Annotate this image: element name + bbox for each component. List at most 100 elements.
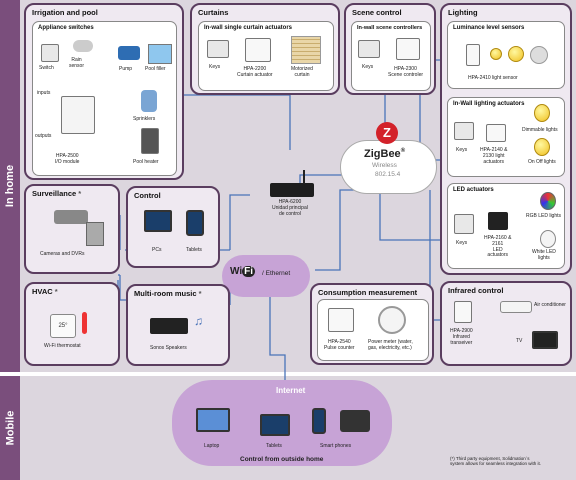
switch-label: Switch xyxy=(39,65,54,71)
zigbee-wireless: Wireless xyxy=(372,162,397,169)
sprinkler-icon xyxy=(141,90,157,112)
air-conditioner-label: Air conditioner xyxy=(534,302,566,308)
curtain-actuator-label: HPA-2200 Curtain actuator xyxy=(237,66,273,78)
rgb-led-icon xyxy=(540,192,556,210)
ir-transceiver-icon xyxy=(454,301,472,323)
hvac-title: HVAC * xyxy=(32,287,58,296)
mobile-tablet-icon xyxy=(260,414,290,436)
surveillance-label: Cameras and DVRs xyxy=(40,251,85,257)
hvac-panel: HVAC * 25° Wi-Fi thermostat xyxy=(24,282,120,366)
wifi-cloud xyxy=(222,255,310,297)
lighting-keys-label: Keys xyxy=(456,147,468,153)
motorized-curtain-label: Motorized curtain xyxy=(291,66,313,78)
inwall-lighting-box: In-Wall lighting actuators Keys HPA-2140… xyxy=(447,97,565,177)
pump-label: Pump xyxy=(119,66,133,72)
onoff-label: On Off lights xyxy=(528,159,556,165)
music-note-icon: ♫ xyxy=(194,314,203,328)
white-led-icon xyxy=(540,230,556,248)
appliance-switches-box: Appliance switches Switch Rain sensor Pu… xyxy=(32,21,177,176)
music-label: Sonos Speakers xyxy=(150,345,187,351)
air-conditioner-icon xyxy=(500,301,532,313)
zigbee-cloud xyxy=(340,140,437,194)
surveillance-panel: Surveillance * Cameras and DVRs xyxy=(24,184,120,274)
curtain-actuators-box: In-wall single curtain actuators Keys HP… xyxy=(198,21,334,91)
dimmed-bulb-icon xyxy=(490,48,502,60)
scene-keys-icon xyxy=(358,40,380,58)
laptop-icon xyxy=(196,408,230,432)
light-sensor-label: HPA-2410 light sensor xyxy=(468,75,518,81)
scene-controllers-box: In-wall scene controllers Keys HPA-2300 … xyxy=(351,21,431,91)
tablets-label: Tablets xyxy=(186,247,202,253)
mobile-caption: Control from outside home xyxy=(240,456,324,463)
ir-transceiver-label: HPA-2900 Infrared transeiver xyxy=(450,328,473,346)
pc-icon xyxy=(144,210,172,232)
led-actuators-title: LED actuators xyxy=(453,187,494,193)
curtain-keys-label: Keys xyxy=(209,64,221,70)
lighting-keys-icon xyxy=(454,122,474,140)
rain-icon xyxy=(73,40,93,52)
power-meter-icon xyxy=(378,306,406,334)
speaker-icon xyxy=(150,318,188,334)
lighting-title: Lighting xyxy=(448,8,478,17)
rain-sensor-label: Rain sensor xyxy=(69,57,85,69)
white-led-label: White LED lights xyxy=(532,249,556,261)
smart-phones-label: Smart phones xyxy=(320,443,352,449)
curtains-title: Curtains xyxy=(198,8,229,17)
scene-controllers-title: In-wall scene controllers xyxy=(357,25,423,31)
pcs-label: PCs xyxy=(152,247,162,253)
luminance-box: Luminance level sensors HPA-2410 light s… xyxy=(447,21,565,89)
home-tab: In home xyxy=(0,0,20,372)
light-actuators-label: HPA-2140 & 2130 light actuators xyxy=(480,147,508,165)
pool-filler-label: Pool filler xyxy=(145,66,166,72)
pump-icon xyxy=(118,46,140,60)
light-sensor-icon xyxy=(466,44,480,66)
motorized-curtain-icon xyxy=(291,36,321,64)
infrared-panel: Infrared control HPA-2900 Infrared trans… xyxy=(440,281,572,366)
thermometer-icon xyxy=(82,312,87,334)
zigbee-standard: 802.15.4 xyxy=(375,171,401,178)
pool-filler-icon xyxy=(148,44,172,64)
curtains-panel: Curtains In-wall single curtain actuator… xyxy=(190,3,340,95)
infrared-title: Infrared control xyxy=(448,286,504,295)
antenna-icon xyxy=(303,170,305,184)
consumption-title: Consumption measurement xyxy=(318,288,418,297)
light-actuator-icon xyxy=(486,124,506,142)
io-module-icon xyxy=(61,96,95,134)
scene-panel: Scene control In-wall scene controllers … xyxy=(344,3,436,95)
mobile-tab: Mobile xyxy=(0,376,20,480)
dimmable-bulb-icon xyxy=(534,104,550,122)
off-bulb-icon xyxy=(530,46,548,64)
curtain-keys-icon xyxy=(207,40,229,58)
switch-icon xyxy=(41,44,59,62)
laptop-label: Laptop xyxy=(204,443,220,449)
pool-heater-icon xyxy=(141,128,159,154)
tv-icon xyxy=(532,331,558,349)
dvr-icon xyxy=(86,222,104,246)
pulse-counter-label: HPA-2540 Pulse counter xyxy=(324,339,355,351)
mobile-tablets-label: Tablets xyxy=(266,443,282,449)
irrigation-panel: Irrigation and pool Appliance switches S… xyxy=(24,3,184,180)
led-actuators-label: HPA-2160 & 2161 LED actuators xyxy=(484,235,512,259)
lighting-panel: Lighting Luminance level sensors HPA-241… xyxy=(440,3,572,275)
phone-icon xyxy=(312,408,326,434)
zigbee-logo-icon: Z xyxy=(376,122,398,144)
led-actuators-box: LED actuators Keys HPA-2160 & 2161 LED a… xyxy=(447,183,565,269)
bright-bulb-icon xyxy=(508,46,524,62)
power-meter-label: Power meter (water, gas, electricity, et… xyxy=(368,339,413,351)
luminance-title: Luminance level sensors xyxy=(453,25,525,31)
thermostat-icon: 25° xyxy=(50,314,76,338)
hvac-label: Wi-Fi thermostat xyxy=(44,343,81,349)
consumption-panel: Consumption measurement HPA-2540 Pulse c… xyxy=(310,283,434,365)
keyboard-phone-icon xyxy=(340,410,370,432)
control-unit-icon xyxy=(270,183,314,197)
scene-keys-label: Keys xyxy=(362,64,374,70)
scene-title: Scene control xyxy=(352,8,402,17)
inwall-lighting-title: In-Wall lighting actuators xyxy=(453,101,525,107)
music-title: Multi-room music * xyxy=(134,289,202,298)
music-panel: Multi-room music * ♫ Sonos Speakers xyxy=(126,284,230,366)
zigbee-brand: ZigBee® xyxy=(364,148,406,160)
led-actuator-icon xyxy=(488,212,508,230)
curtain-actuator-icon xyxy=(245,38,271,62)
irrigation-title: Irrigation and pool xyxy=(32,8,98,17)
